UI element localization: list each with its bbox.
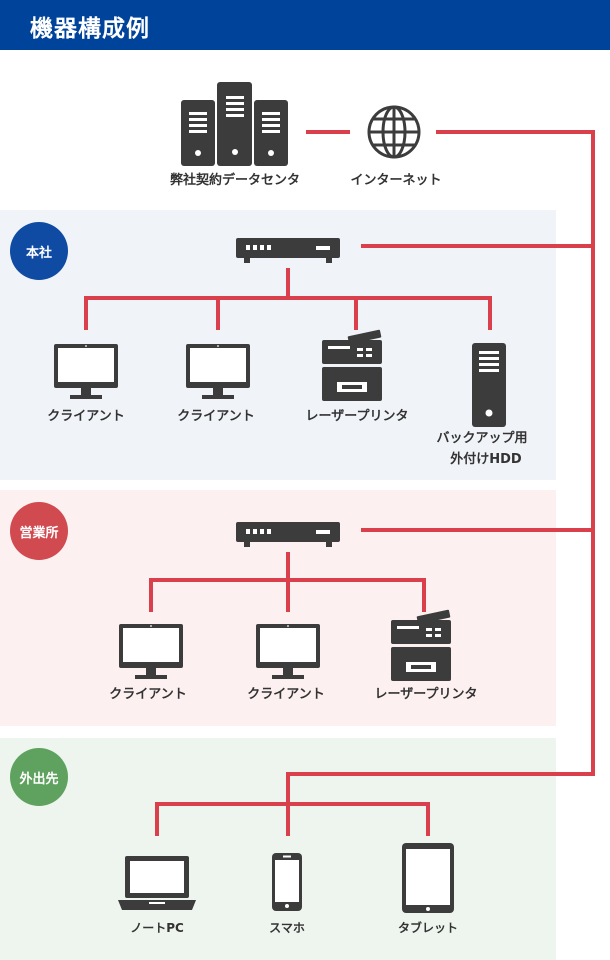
honsha-router-icon [236, 238, 340, 263]
backup-label-line1: バックアップ用 [436, 431, 528, 446]
honsha-client2-monitor-icon [186, 344, 250, 399]
internet-label: インターネット [350, 173, 442, 188]
gaishutsu-badge: 外出先 [10, 748, 68, 806]
datacenter-server-icon [181, 82, 288, 166]
page-title: 機器構成例 [30, 16, 150, 42]
honsha-client1-monitor-icon [54, 344, 118, 399]
honsha-client2-label: クライアント [177, 409, 255, 424]
tablet-icon [402, 843, 454, 913]
eigyo-client1-monitor-icon [119, 624, 183, 679]
eigyo-badge: 営業所 [10, 502, 68, 560]
eigyo-printer-icon [391, 609, 451, 681]
eigyo-printer-label: レーザープリンタ [374, 687, 478, 702]
smartphone-icon [272, 853, 302, 911]
honsha-badge: 本社 [10, 222, 68, 280]
laptop-icon [118, 856, 196, 910]
globe-icon [367, 105, 421, 159]
eigyo-client2-monitor-icon [256, 624, 320, 679]
datacenter-label: 弊社契約データセンタ [169, 173, 301, 188]
backup-hdd-icon [472, 343, 506, 427]
eigyo-router-icon [236, 522, 340, 547]
tablet-label: タブレット [397, 921, 459, 935]
honsha-printer-label: レーザープリンタ [305, 409, 409, 424]
honsha-client1-label: クライアント [47, 409, 125, 424]
eigyo-client2-label: クライアント [247, 687, 325, 702]
honsha-printer-icon [322, 329, 382, 401]
eigyo-client1-label: クライアント [109, 687, 187, 702]
header-bar: 機器構成例 [0, 0, 610, 50]
smartphone-label: スマホ [269, 921, 305, 935]
laptop-label: ノートPC [130, 921, 184, 935]
backup-label-line2: 外付けHDD [450, 452, 522, 467]
connection-lines [84, 130, 595, 836]
